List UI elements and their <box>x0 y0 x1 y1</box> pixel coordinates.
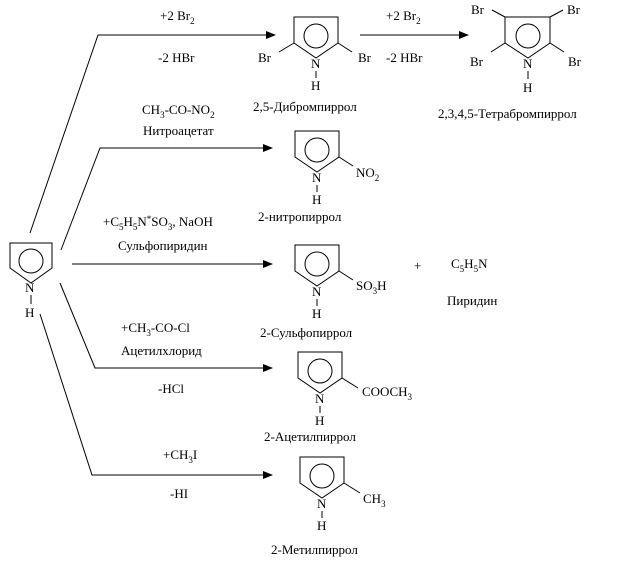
start-n: N <box>25 280 35 295</box>
reagent-methylation: +CH3I -HI <box>163 447 197 501</box>
svg-text:+C5H5N*SO3, NaOH: +C5H5N*SO3, NaOH <box>103 214 213 232</box>
svg-text:CH3-CO-NO2: CH3-CO-NO2 <box>142 102 215 120</box>
dibromo-br-right: Br <box>358 50 372 65</box>
reagent-nitration: CH3-CO-NO2 Нитроацетат <box>142 102 215 138</box>
dibromopyrrole: Br Br N H 2,5-Дибромпиррол <box>253 16 372 114</box>
pyridine-formula: C <box>451 256 460 271</box>
byproduct-hi: -HI <box>170 486 188 501</box>
svg-text:C5H5N: C5H5N <box>451 256 488 274</box>
tetrabromo-n: N <box>523 56 533 71</box>
reagent-acetyl-chloride-name: Ацетилхлорид <box>121 343 202 358</box>
svg-text:+2 Br2: +2 Br2 <box>386 8 421 26</box>
tetrabromopyrrole: Br Br Br Br N H 2,3,4,5-Тетрабромпиррол <box>438 2 582 121</box>
byproduct-hcl: -HCl <box>158 381 184 396</box>
nitro-group: NO <box>356 165 375 180</box>
methyl-group: CH <box>363 491 381 506</box>
methyl-n: N <box>317 496 327 511</box>
tetrabromo-br-br: Br <box>568 54 582 69</box>
tetrabromo-name: 2,3,4,5-Тетрабромпиррол <box>438 106 577 121</box>
reagent-sulfopyridine-name: Сульфопиридин <box>118 238 208 253</box>
acetyl-h: H <box>315 413 324 428</box>
reagent-br2-2: +2 Br <box>386 8 417 23</box>
start-h: H <box>25 305 34 320</box>
arrow-methylation <box>39 313 273 479</box>
dibromo-h: H <box>311 78 320 93</box>
sulfopyrrole: SO3H N H 2-Сульфопиррол <box>260 244 387 340</box>
sulfo-name: 2-Сульфопиррол <box>260 325 353 340</box>
reagent-tetrabromination: +2 Br2 -2 HBr <box>386 8 423 65</box>
sulfo-h: H <box>312 306 321 321</box>
arrow-acetylation <box>59 282 273 372</box>
tetrabromo-h: H <box>523 80 532 95</box>
methyl-name: 2-Метилпиррол <box>271 542 358 557</box>
sulfo-group: SO <box>356 278 373 293</box>
svg-text:NO2: NO2 <box>356 165 379 183</box>
coproduct-pyridine: + C5H5N Пиридин <box>414 256 497 308</box>
svg-text:+CH3I: +CH3I <box>163 447 197 465</box>
acetyl-n: N <box>315 391 325 406</box>
sulfo-n: N <box>312 284 322 299</box>
plus-sign: + <box>414 258 421 273</box>
tetrabromo-br-bl: Br <box>470 54 484 69</box>
reagent-sulfonation: +C5H5N*SO3, NaOH Сульфопиридин <box>103 214 213 253</box>
svg-text:+CH3-CO-Cl: +CH3-CO-Cl <box>121 320 190 338</box>
svg-text:CH3: CH3 <box>363 491 386 509</box>
dibromo-n: N <box>311 56 321 71</box>
pyrrole-start: N H <box>9 242 53 320</box>
reagent-bromination: +2 Br2 -2 HBr <box>158 8 195 65</box>
acetylpyrrole: COOCH3 N H 2-Ацетилпиррол <box>264 351 413 444</box>
reagent-methyl-iodide-formula: +CH <box>163 447 188 462</box>
nitro-h: H <box>312 192 321 207</box>
ester-group: COOCH <box>362 384 408 399</box>
dibromo-name: 2,5-Дибромпиррол <box>253 99 357 114</box>
reagent-sulfopyridine-formula: +C <box>103 214 119 229</box>
svg-text:SO3H: SO3H <box>356 278 387 296</box>
reagent-acetyl-chloride-formula: +CH <box>121 320 146 335</box>
reagent-acetylation: +CH3-CO-Cl Ацетилхлорид -HCl <box>121 320 202 396</box>
nitro-n: N <box>312 170 322 185</box>
nitropyrrole: NO2 N H 2-нитропиррол <box>258 130 379 224</box>
dibromo-br-left: Br <box>258 50 272 65</box>
svg-text:COOCH3: COOCH3 <box>362 384 413 402</box>
reagent-nitroacetate-formula: CH <box>142 102 160 117</box>
svg-text:+2 Br2: +2 Br2 <box>160 8 195 26</box>
byproduct-hbr: -2 HBr <box>158 50 195 65</box>
arrow-nitration <box>60 144 273 251</box>
acetyl-name: 2-Ацетилпиррол <box>264 429 356 444</box>
nitro-name: 2-нитропиррол <box>258 209 342 224</box>
methyl-h: H <box>317 518 326 533</box>
pyridine-name: Пиридин <box>447 293 497 308</box>
reagent-nitroacetate-name: Нитроацетат <box>143 123 214 138</box>
tetrabromo-br-tr: Br <box>567 2 581 17</box>
methylpyrrole: CH3 N H 2-Метилпиррол <box>271 456 386 557</box>
arrow-bromination <box>29 31 276 234</box>
reagent-br2: +2 Br <box>160 8 191 23</box>
byproduct-hbr-2: -2 HBr <box>386 50 423 65</box>
tetrabromo-br-tl: Br <box>471 2 485 17</box>
reaction-arrows <box>29 31 469 479</box>
